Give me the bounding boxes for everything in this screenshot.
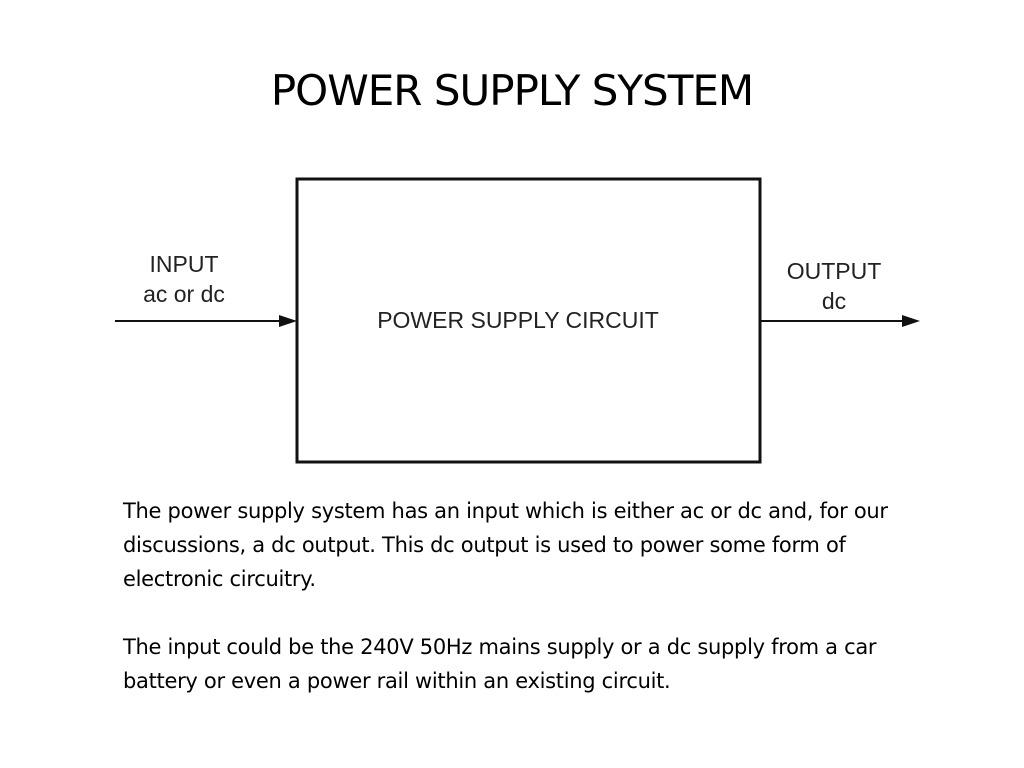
input-type-label: ac or dc: [143, 281, 225, 307]
power-supply-circuit-block: [295, 177, 762, 464]
output-label: OUTPUT: [787, 258, 882, 284]
slide-body-text: The power supply system has an input whi…: [123, 494, 893, 732]
body-paragraph-1: The power supply system has an input whi…: [123, 499, 888, 591]
input-arrow: [115, 315, 297, 327]
block-label: POWER SUPPLY CIRCUIT: [377, 307, 659, 333]
output-type-label: dc: [822, 288, 846, 314]
body-paragraph-2: The input could be the 240V 50Hz mains s…: [123, 635, 877, 693]
slide-title: POWER SUPPLY SYSTEM: [270, 66, 754, 115]
output-arrow: [760, 315, 920, 327]
input-label: INPUT: [150, 251, 219, 277]
